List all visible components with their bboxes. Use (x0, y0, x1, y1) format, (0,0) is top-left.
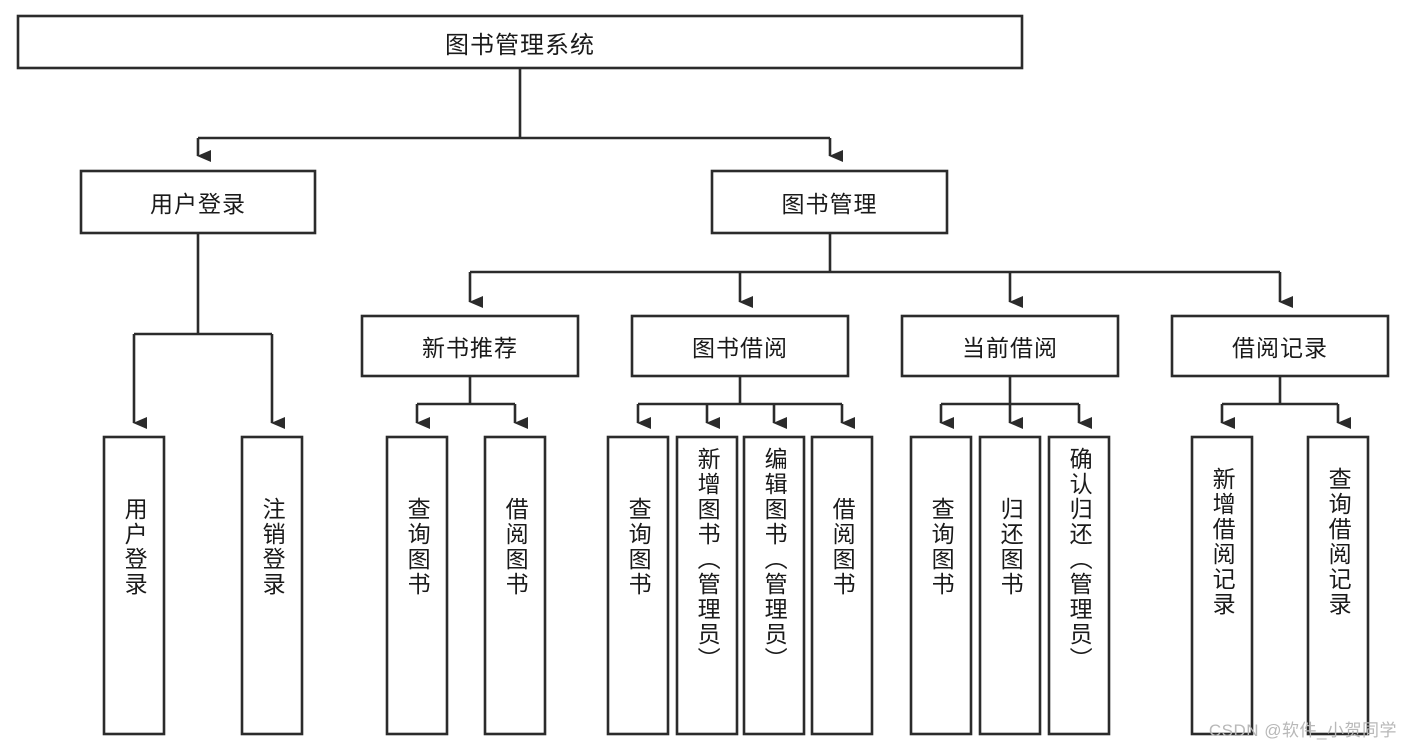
node-leaf-borrow-book-1-box[interactable] (483, 435, 547, 736)
node-book-manage-box[interactable] (710, 169, 949, 235)
node-leaf-query-record-box[interactable] (1306, 435, 1370, 736)
node-current-borrow-box[interactable] (900, 314, 1120, 378)
node-leaf-add-record-box[interactable] (1190, 435, 1254, 736)
node-leaf-query-book-2-box[interactable] (606, 435, 670, 736)
node-book-borrow-box[interactable] (630, 314, 850, 378)
node-leaf-add-book-box[interactable] (675, 435, 739, 736)
node-user-login-box[interactable] (79, 169, 317, 235)
node-root-box[interactable] (16, 14, 1024, 70)
node-leaf-confirm-return-box[interactable] (1047, 435, 1111, 736)
node-borrow-record-box[interactable] (1170, 314, 1390, 378)
node-leaf-user-logout-box[interactable] (240, 435, 304, 736)
node-leaf-query-book-1-box[interactable] (385, 435, 449, 736)
node-new-book-rec-box[interactable] (360, 314, 580, 378)
node-leaf-query-book-3-box[interactable] (909, 435, 973, 736)
node-leaf-borrow-book-2-box[interactable] (810, 435, 874, 736)
node-leaf-user-login-box[interactable] (102, 435, 166, 736)
node-leaf-edit-book-box[interactable] (742, 435, 806, 736)
node-leaf-return-book-box[interactable] (978, 435, 1042, 736)
